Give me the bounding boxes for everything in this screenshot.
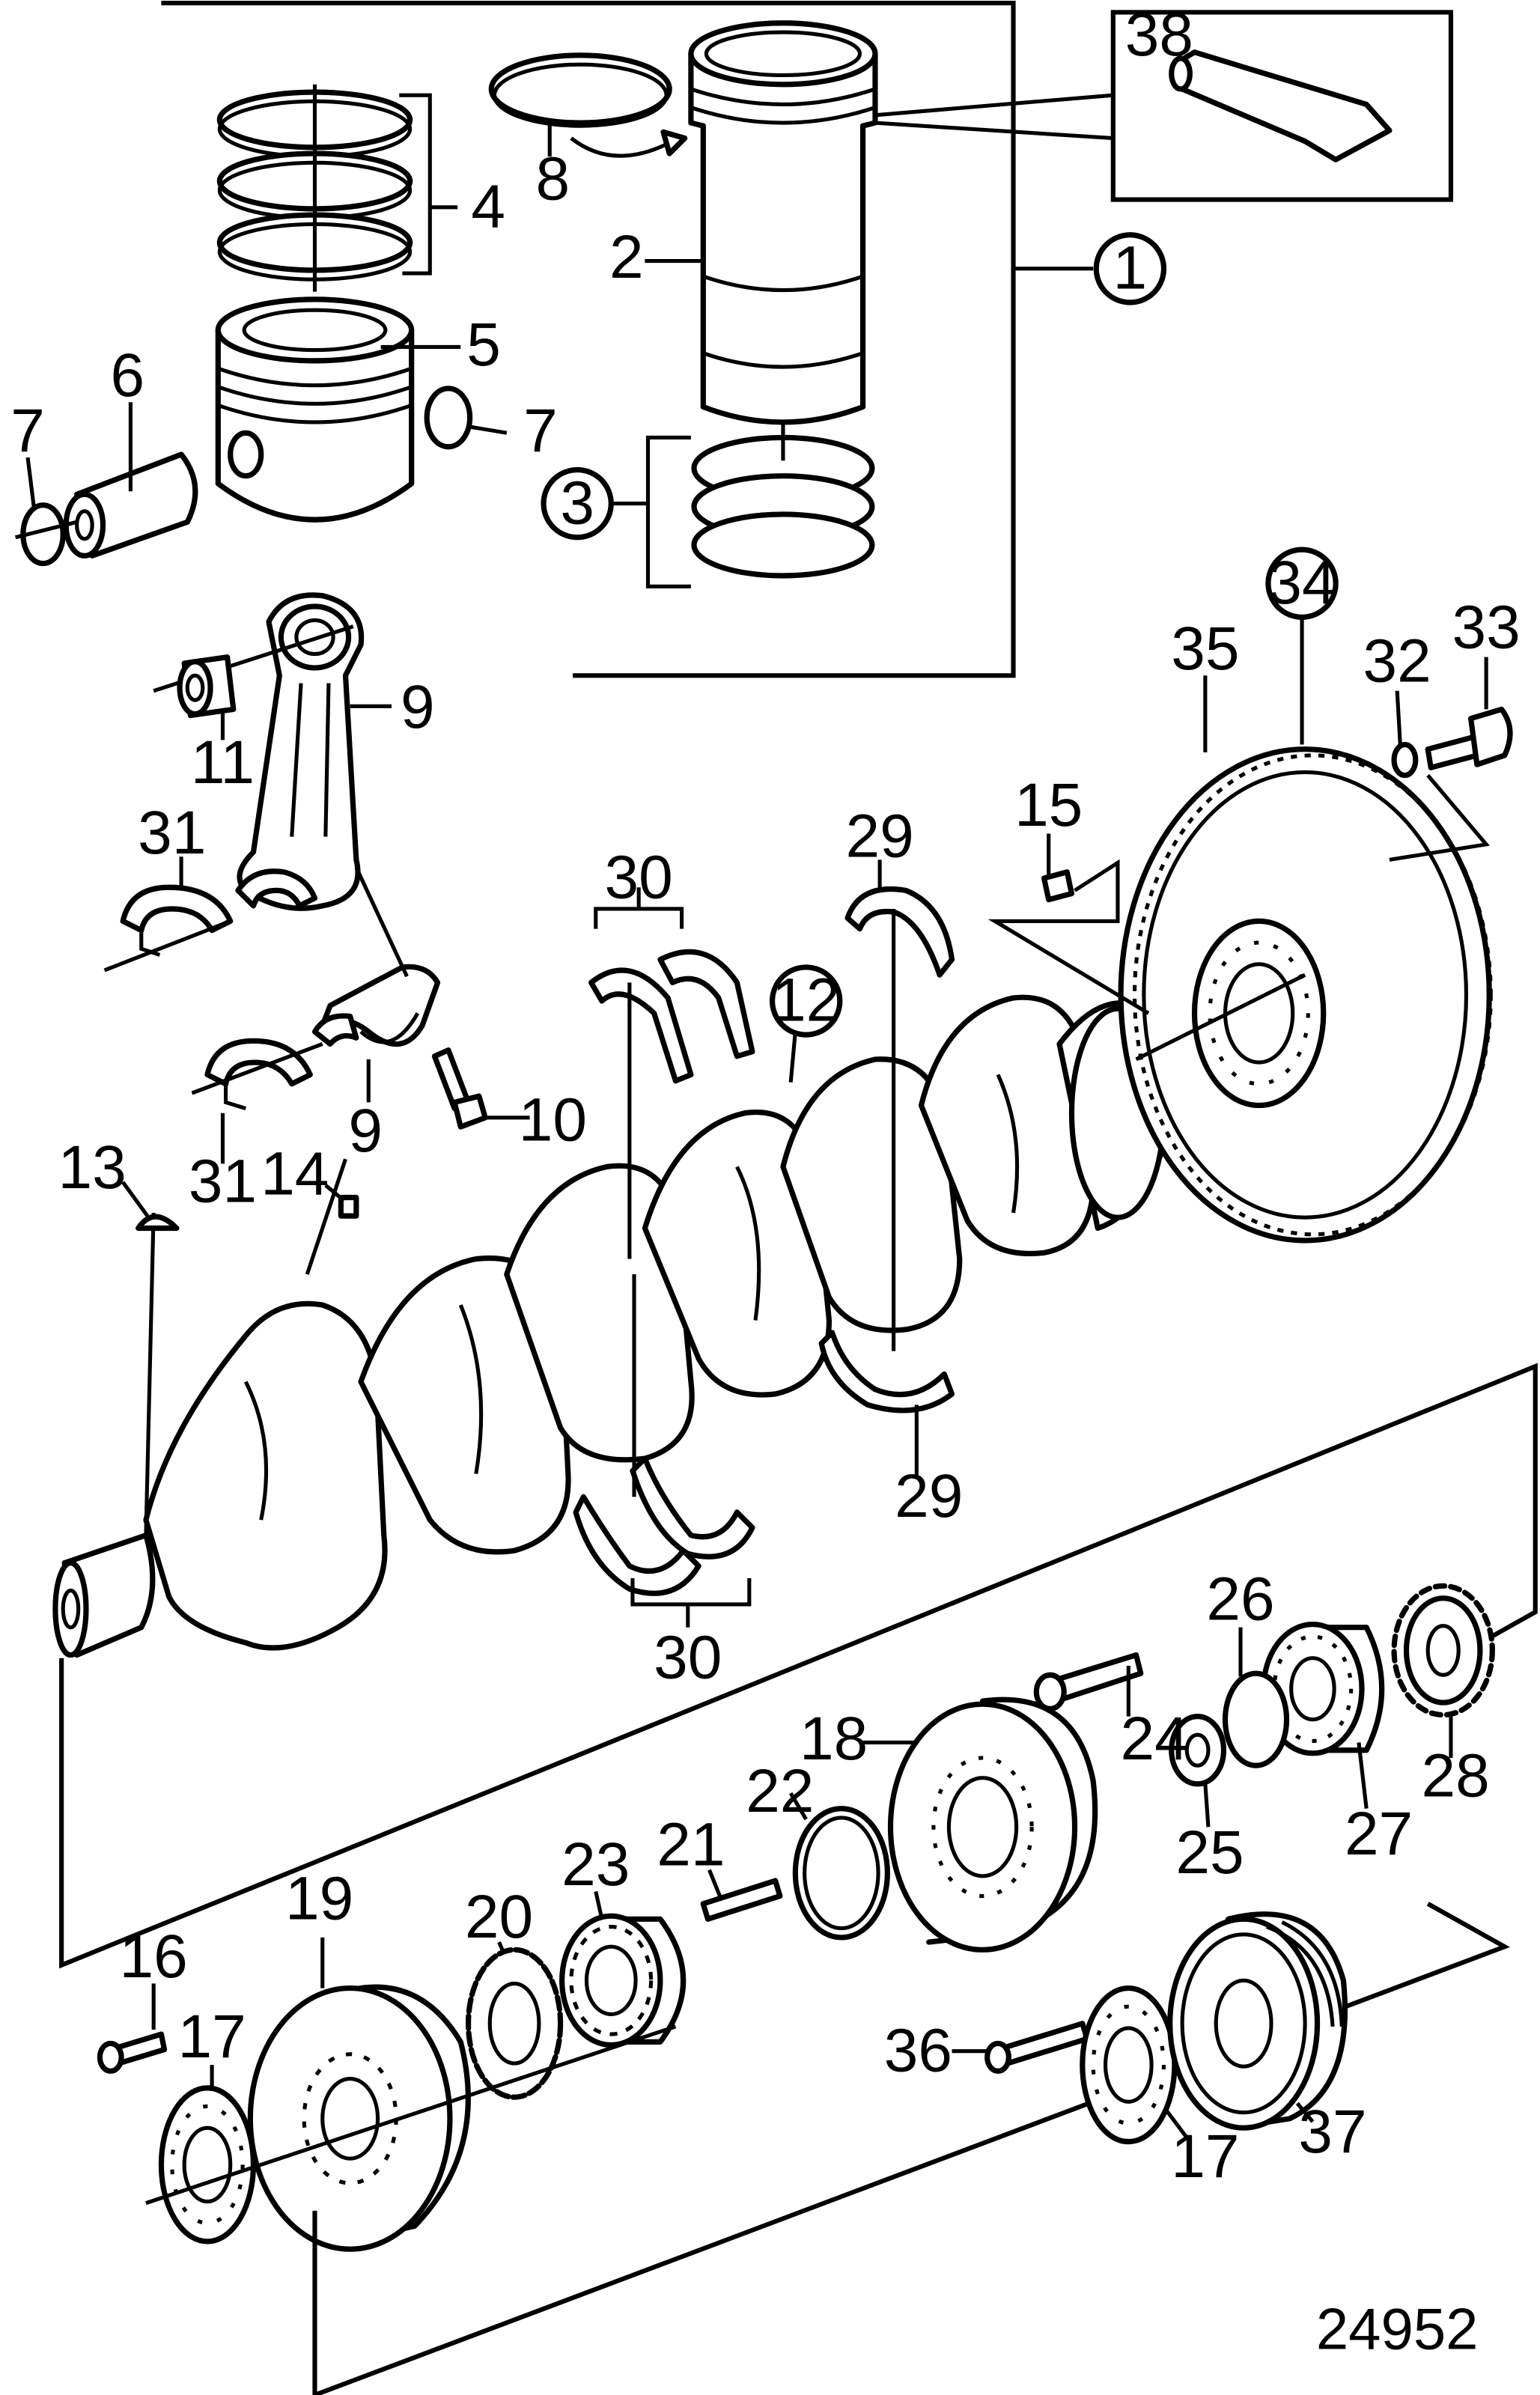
callout-22[interactable]: 22: [746, 1757, 814, 1825]
flywheel-bolt: [1425, 657, 1513, 770]
callout-30-upper[interactable]: 30: [605, 844, 673, 912]
locking-plate: [465, 1941, 564, 2100]
rod-bolt: [431, 1047, 530, 1130]
front-end-frame: [59, 1363, 1538, 1969]
callout-13[interactable]: 13: [58, 1133, 127, 1202]
rod-bearing-shell-upper: [103, 856, 318, 973]
callout-7-left[interactable]: 7: [10, 397, 45, 465]
svg-text:1: 1: [1113, 234, 1148, 302]
callout-31-upper[interactable]: 31: [138, 799, 206, 867]
callout-4[interactable]: 4: [471, 172, 505, 240]
damper-ring: [788, 1792, 890, 1941]
liner-seal-ring: [488, 52, 688, 158]
alt-crankshaft-pulley: [1167, 1911, 1348, 2131]
circlip-left: [14, 457, 78, 567]
group-callout-34[interactable]: 34: [1265, 547, 1339, 620]
piston: [215, 296, 461, 523]
washer-plate-left: [145, 2024, 677, 2245]
piston-pin: [63, 402, 198, 559]
callout-28[interactable]: 28: [1421, 1741, 1489, 1810]
callout-15[interactable]: 15: [1014, 771, 1083, 839]
svg-text:3: 3: [560, 469, 594, 537]
callout-29-upper[interactable]: 29: [846, 802, 914, 870]
callout-36[interactable]: 36: [884, 2016, 952, 2084]
rod-bearing-shell-lower: [191, 1013, 359, 1164]
cylinder-group-frame: [161, 1, 1016, 678]
callout-32[interactable]: 32: [1363, 627, 1431, 695]
callout-24[interactable]: 24: [1121, 1705, 1189, 1773]
figure-number: 24952: [1316, 2295, 1479, 2361]
callout-26[interactable]: 26: [1206, 1565, 1274, 1633]
thrust-washers-upper: [588, 887, 755, 1259]
main-bearing-shell-lower: [818, 1330, 955, 1477]
rod-bushing: [177, 654, 237, 740]
circlip-right: [424, 386, 508, 450]
flywheel: [1118, 614, 1493, 1244]
flywheel-washer: [1389, 690, 1491, 862]
damper-bolt: [1033, 1652, 1144, 1717]
callout-18[interactable]: 18: [800, 1705, 868, 1773]
guide-pin: [700, 1869, 783, 1922]
callout-38[interactable]: 38: [1125, 1, 1193, 69]
crankshaft-pulley: [247, 1937, 471, 2252]
piston-rings: [216, 84, 458, 292]
callout-5[interactable]: 5: [466, 311, 501, 379]
group-callout-3[interactable]: 3: [541, 466, 614, 541]
callout-labels: 2 4 5 6 7 7 8 9 9 10 11 13 14 15 16 17 1…: [10, 1, 1521, 2191]
vibration-damper: [859, 1696, 1098, 1953]
liner-o-rings: [611, 422, 875, 588]
callout-17-right[interactable]: 17: [1171, 2122, 1239, 2191]
callout-7-right[interactable]: 7: [523, 397, 558, 465]
cylinder-liner: [645, 20, 878, 425]
callout-37[interactable]: 37: [1298, 2098, 1366, 2166]
callout-8[interactable]: 8: [536, 145, 570, 213]
callout-6[interactable]: 6: [110, 341, 144, 410]
callout-16[interactable]: 16: [120, 1923, 188, 1991]
crankshaft: [52, 994, 1175, 1658]
callout-21[interactable]: 21: [657, 1811, 725, 1879]
sealant-tube-icon: [1169, 49, 1393, 162]
callout-20[interactable]: 20: [465, 1883, 533, 1951]
callout-35[interactable]: 35: [1171, 615, 1239, 683]
callout-25[interactable]: 25: [1175, 1819, 1244, 1887]
alt-pulley-bolt: [952, 2021, 1090, 2074]
callout-14[interactable]: 14: [261, 1139, 329, 1208]
group-callout-12[interactable]: 12: [769, 964, 843, 1038]
front-seal: [1169, 1714, 1227, 1828]
crankshaft-pin: [324, 1184, 359, 1219]
callout-23[interactable]: 23: [561, 1831, 630, 1899]
callout-9-rod[interactable]: 9: [401, 673, 435, 741]
callout-11[interactable]: 11: [191, 728, 255, 797]
callout-2[interactable]: 2: [609, 223, 644, 291]
callout-29-lower[interactable]: 29: [895, 1462, 963, 1530]
hub-o-ring: [1222, 1627, 1290, 1768]
pulley-adapter: [559, 1890, 687, 2048]
pulley-bolt: [97, 1983, 168, 2074]
callout-31-lower[interactable]: 31: [189, 1148, 257, 1216]
callout-33[interactable]: 33: [1452, 593, 1521, 661]
svg-text:12: 12: [772, 967, 840, 1035]
svg-text:34: 34: [1267, 549, 1336, 617]
main-bearing-shell-upper: [844, 859, 955, 1351]
woodruff-key: [121, 1181, 180, 1232]
thrust-washers-lower: [573, 1274, 755, 1628]
callout-19[interactable]: 19: [285, 1864, 353, 1932]
callout-17-left[interactable]: 17: [177, 2003, 246, 2071]
group-callout-1[interactable]: 1: [1093, 232, 1167, 305]
callout-10[interactable]: 10: [519, 1086, 587, 1154]
flywheel-dowel-pin: [987, 833, 1150, 1015]
callout-27[interactable]: 27: [1345, 1800, 1413, 1868]
sealant-inset-box: [874, 10, 1454, 202]
alt-pulley-frame: [312, 1902, 1511, 2395]
crankshaft-gear: [1391, 1583, 1495, 1758]
callout-9-cap[interactable]: 9: [348, 1097, 383, 1165]
callout-30-lower[interactable]: 30: [654, 1623, 722, 1691]
